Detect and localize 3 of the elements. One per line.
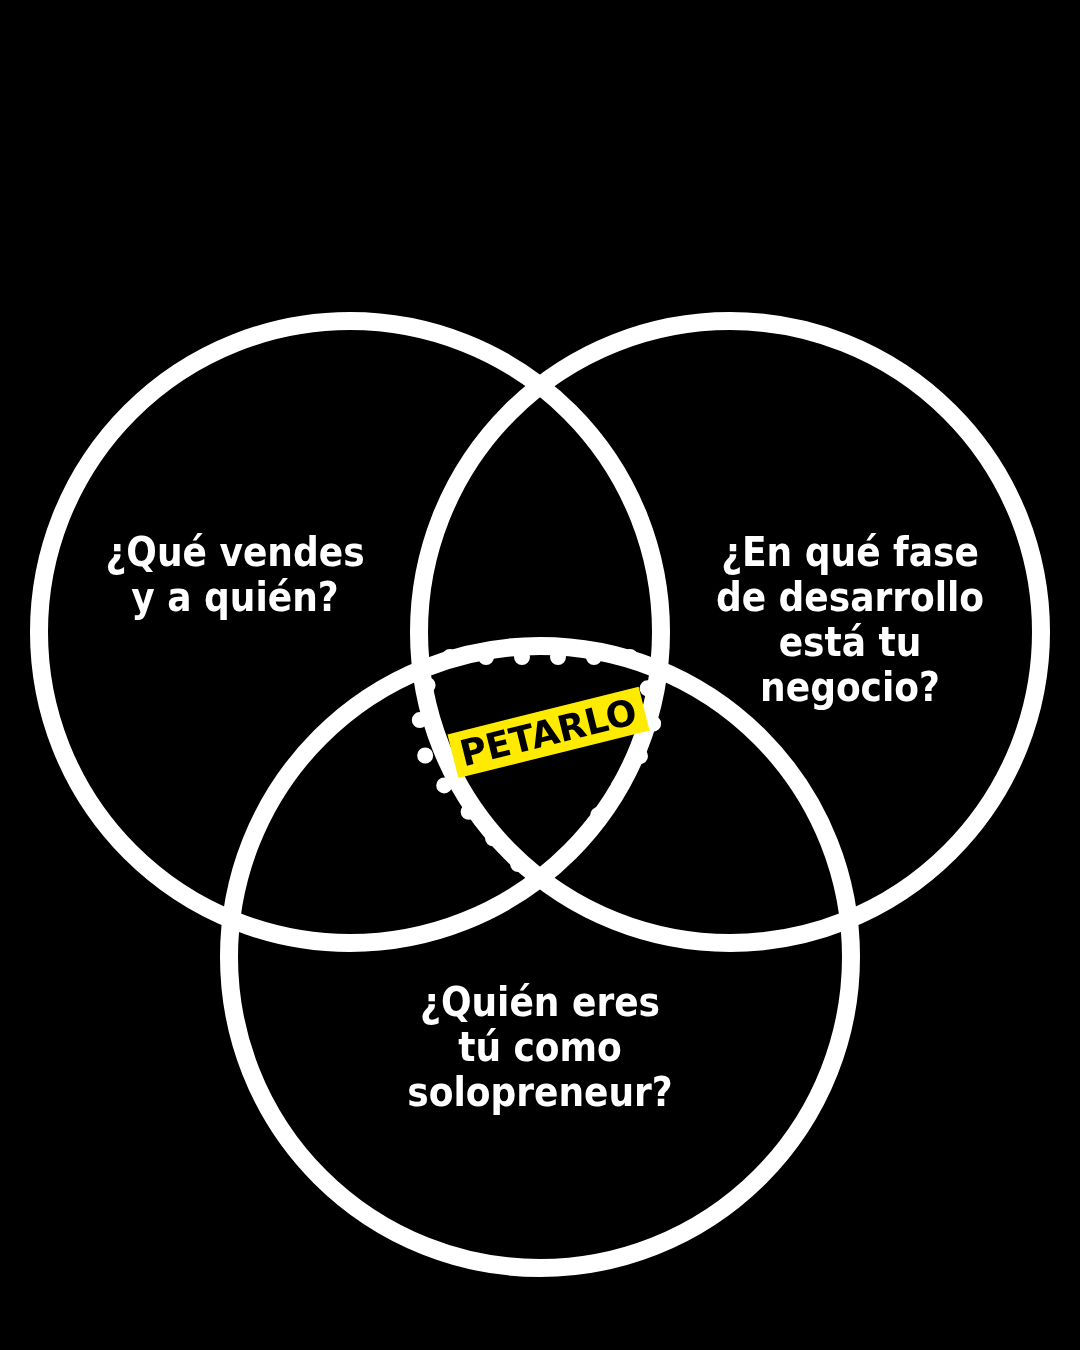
question-text: ¿Quién eres tú como solopreneur? — [406, 980, 674, 1115]
question-text: ¿Qué vendes y a quién? — [104, 530, 366, 620]
question-text: ¿En qué fase de desarrollo está tu negocio? — [714, 530, 986, 710]
